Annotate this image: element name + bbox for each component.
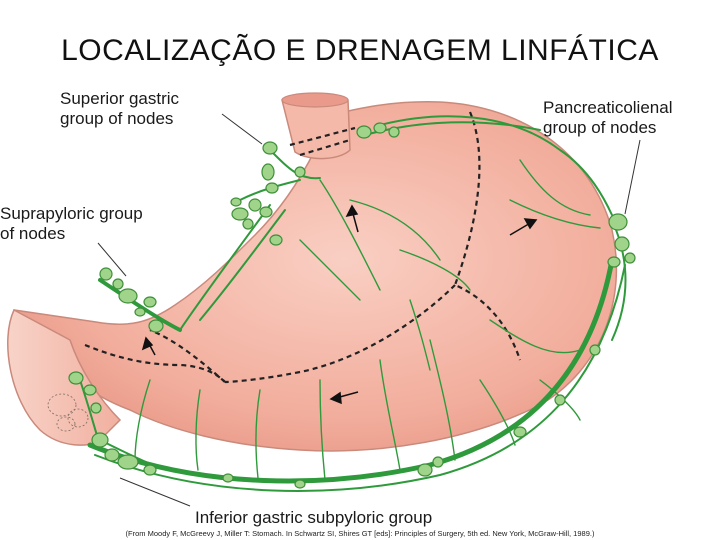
- lymph-node: [262, 141, 278, 155]
- lymph-node: [68, 371, 84, 385]
- lymph-node: [90, 402, 102, 414]
- lymph-node: [417, 463, 433, 477]
- lymph-node: [554, 394, 566, 406]
- lymph-node: [608, 213, 628, 231]
- lymph-nodes: [68, 122, 636, 489]
- slide-title: LOCALIZAÇÃO E DRENAGEM LINFÁTICA: [61, 34, 659, 67]
- lymph-node: [83, 384, 97, 396]
- lymph-node: [513, 426, 527, 438]
- lymph-node: [118, 288, 138, 304]
- esophagus-opening: [281, 92, 349, 108]
- citation: (From Moody F, McGreevy J, Miller T: Sto…: [125, 529, 595, 538]
- inferior-gastric-label: Inferior gastric subpyloric group: [195, 508, 433, 527]
- pancreaticolienal-label-line-1: Pancreaticolienal: [543, 98, 673, 117]
- superior-gastric-label-line-1: Superior gastric: [60, 89, 180, 108]
- lymph-node: [143, 296, 157, 308]
- lymph-node: [261, 163, 275, 181]
- lymph-node: [624, 252, 636, 264]
- lymph-node: [259, 206, 273, 218]
- lymph-node: [99, 267, 113, 281]
- lymph-node: [432, 456, 444, 468]
- suprapyloric-label-line-1: Suprapyloric group: [0, 204, 143, 223]
- pancreaticolienal-label-line-2: group of nodes: [543, 118, 657, 137]
- superior-gastric-label: Superior gastric group of nodes: [60, 89, 179, 129]
- flow-arrows: [141, 204, 538, 405]
- lymph-node: [143, 464, 157, 476]
- lymph-node: [148, 319, 164, 333]
- lymph-node: [222, 473, 234, 483]
- drainage-zone-boundaries: [84, 111, 522, 384]
- label-leader-lines: [97, 113, 641, 507]
- lymph-node: [388, 126, 400, 138]
- suprapyloric-label-line-2: of nodes: [0, 224, 66, 243]
- lymph-node: [614, 236, 630, 252]
- lymph-node: [117, 454, 139, 470]
- lymph-node: [134, 307, 146, 317]
- pylorus-dotted-outline: [47, 393, 89, 432]
- lymph-node: [112, 278, 124, 290]
- lymph-node: [607, 256, 621, 268]
- lymph-node: [230, 197, 242, 207]
- pancreaticolienal-label: Pancreaticolienal group of nodes: [543, 98, 672, 138]
- lymph-node: [294, 166, 306, 178]
- lymph-node: [265, 182, 279, 194]
- lymph-node: [248, 198, 262, 212]
- suprapyloric-label: Suprapyloric group of nodes: [0, 204, 143, 244]
- lymph-node: [231, 207, 249, 221]
- superior-gastric-label-line-2: group of nodes: [60, 109, 174, 128]
- lymph-node: [589, 344, 601, 356]
- lymph-node: [242, 218, 254, 230]
- lymph-node: [373, 122, 387, 134]
- lymph-node: [356, 125, 372, 139]
- lymph-node: [269, 234, 283, 246]
- lymph-node: [91, 432, 109, 448]
- lymph-node: [104, 448, 120, 462]
- lymph-node: [294, 479, 306, 489]
